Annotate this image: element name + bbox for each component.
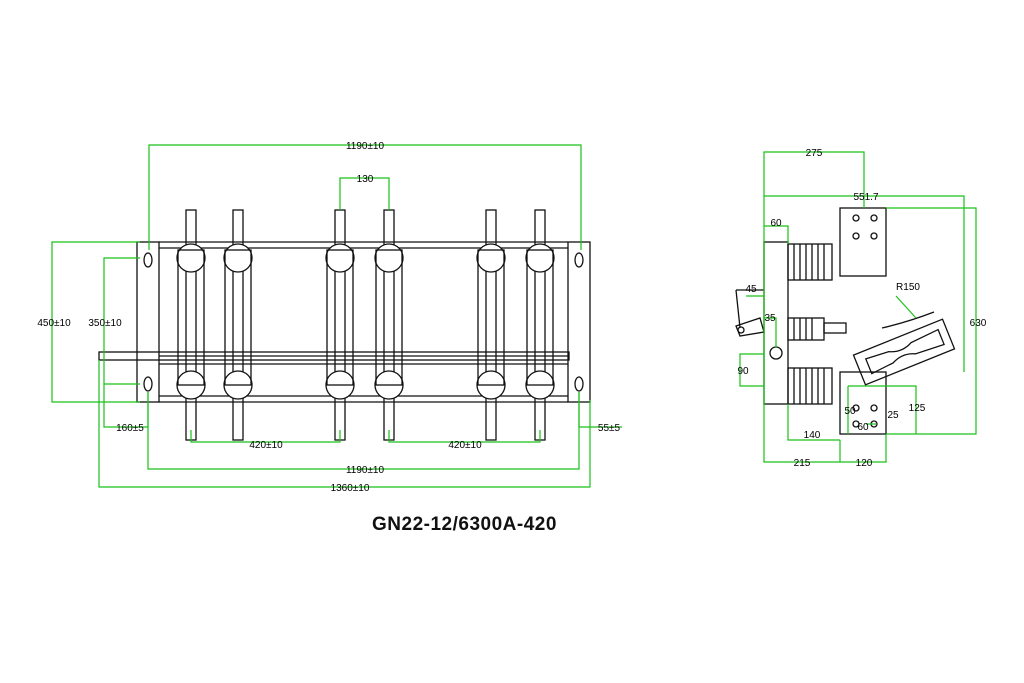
dim-60-bottom: 60 bbox=[857, 422, 869, 433]
switch-blade bbox=[852, 318, 956, 386]
dim-phase-right: 420±10 bbox=[448, 440, 482, 451]
dim-r150: R150 bbox=[896, 282, 920, 293]
dim-top-width: 1190±10 bbox=[346, 141, 385, 152]
dim-height-450: 450±10 bbox=[37, 318, 71, 329]
mounting-plate-right bbox=[567, 241, 591, 403]
pole-3 bbox=[325, 209, 355, 441]
pole-6 bbox=[525, 209, 555, 441]
operating-lever bbox=[735, 289, 783, 360]
dim-50: 50 bbox=[844, 406, 856, 417]
pole-1 bbox=[176, 209, 206, 441]
side-dimension-lines bbox=[739, 151, 977, 463]
dim-60: 60 bbox=[770, 218, 782, 229]
dim-phase-left: 420±10 bbox=[249, 440, 283, 451]
dim-overall-width: 1360±10 bbox=[331, 483, 370, 494]
dim-551-7: 551.7 bbox=[853, 192, 878, 203]
dim-90: 90 bbox=[737, 366, 749, 377]
dim-height-350: 350±10 bbox=[88, 318, 122, 329]
dim-right-offset: 55±5 bbox=[598, 423, 621, 434]
pole-2 bbox=[223, 209, 253, 441]
dim-left-offset: 160±5 bbox=[116, 423, 144, 434]
dim-45: 45 bbox=[745, 284, 757, 295]
mounting-plate-left bbox=[136, 241, 160, 403]
bottom-terminal bbox=[839, 371, 887, 435]
dim-bottom-width: 1190±10 bbox=[346, 465, 385, 476]
dim-275: 275 bbox=[806, 148, 823, 159]
dim-630: 630 bbox=[970, 318, 987, 329]
dim-120: 120 bbox=[856, 458, 873, 469]
model-title: GN22-12/6300A-420 bbox=[372, 514, 557, 535]
dim-215: 215 bbox=[794, 458, 811, 469]
front-view: 1190±10 130 450±10 350±10 160±5 55±5 420… bbox=[37, 141, 622, 494]
dim-125: 125 bbox=[909, 403, 926, 414]
operating-shaft bbox=[98, 351, 570, 361]
dim-35: 35 bbox=[764, 313, 776, 324]
pole-5 bbox=[476, 209, 506, 441]
front-dimension-lines bbox=[51, 144, 622, 488]
dim-pole-spacing: 130 bbox=[357, 174, 374, 185]
dim-25: 25 bbox=[887, 410, 899, 421]
side-view: 275 551.7 60 45 35 90 R150 630 50 25 125… bbox=[735, 148, 987, 469]
dim-140: 140 bbox=[804, 430, 821, 441]
top-terminal bbox=[839, 207, 887, 277]
pole-4 bbox=[374, 209, 404, 441]
